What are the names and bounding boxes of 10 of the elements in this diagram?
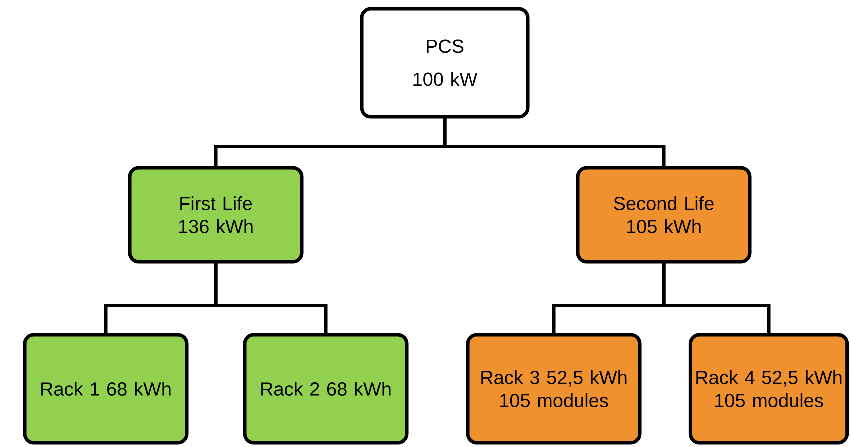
box: PCS 100 kW (360, 7, 530, 119)
box: Rack 4 52,5 kWh 105 modules (688, 333, 850, 445)
connector-line (443, 117, 666, 168)
box: Rack 1 68 kWh (23, 333, 189, 445)
connector-line (662, 262, 771, 335)
box: Rack 2 68 kWh (243, 333, 409, 445)
box: Second Life 105 kWh (576, 166, 752, 264)
box: First Life 136 kWh (128, 166, 304, 264)
connector-line (214, 262, 328, 335)
box: Rack 3 52,5 kWh 105 modules (466, 333, 642, 445)
